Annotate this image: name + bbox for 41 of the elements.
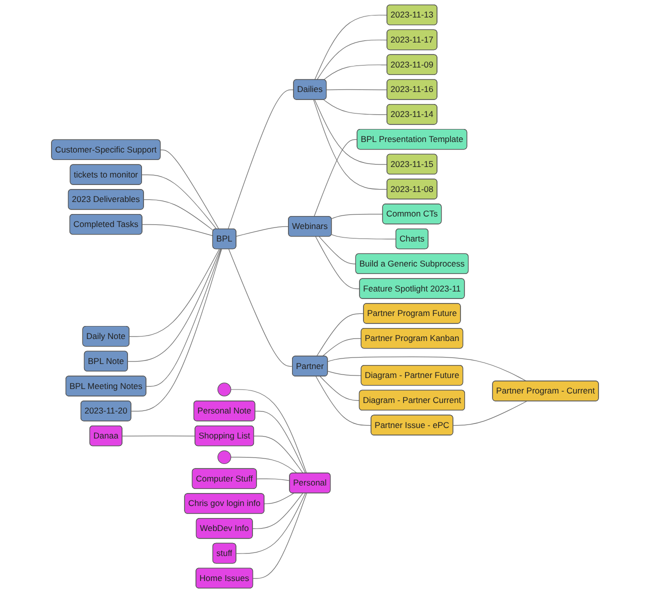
connector: [327, 370, 362, 376]
connector: [326, 89, 388, 90]
connector: [331, 214, 384, 220]
connector: [142, 174, 217, 230]
connector: [320, 376, 360, 401]
node-circle: [218, 450, 232, 464]
connector: [128, 248, 221, 362]
connector: [327, 356, 528, 382]
connector: [313, 100, 388, 190]
connector: [316, 376, 372, 426]
connector: [129, 248, 220, 337]
connector: [236, 492, 306, 554]
connector: [314, 139, 358, 217]
connector: [318, 236, 356, 264]
connector: [254, 410, 306, 474]
connector: [252, 492, 304, 529]
connector: [254, 436, 304, 474]
connector: [331, 234, 396, 240]
connector: [316, 313, 364, 357]
connector: [236, 226, 289, 237]
connector: [228, 248, 293, 367]
connector: [323, 64, 388, 80]
connector: [264, 492, 294, 504]
connector: [322, 338, 362, 357]
connector: [252, 492, 307, 579]
node-circle: [218, 382, 232, 396]
connector: [130, 248, 222, 412]
connector: [314, 14, 388, 80]
connector: [160, 150, 220, 230]
connector: [323, 100, 388, 115]
connector: [314, 100, 388, 165]
connector: [256, 478, 290, 481]
connector: [452, 400, 528, 426]
connector: [230, 389, 307, 474]
connector: [142, 224, 214, 236]
connector: [146, 248, 222, 387]
connector: [315, 236, 360, 290]
connector: [230, 456, 298, 474]
connector: [316, 40, 388, 80]
connector: [144, 199, 214, 231]
connector: [228, 89, 294, 230]
